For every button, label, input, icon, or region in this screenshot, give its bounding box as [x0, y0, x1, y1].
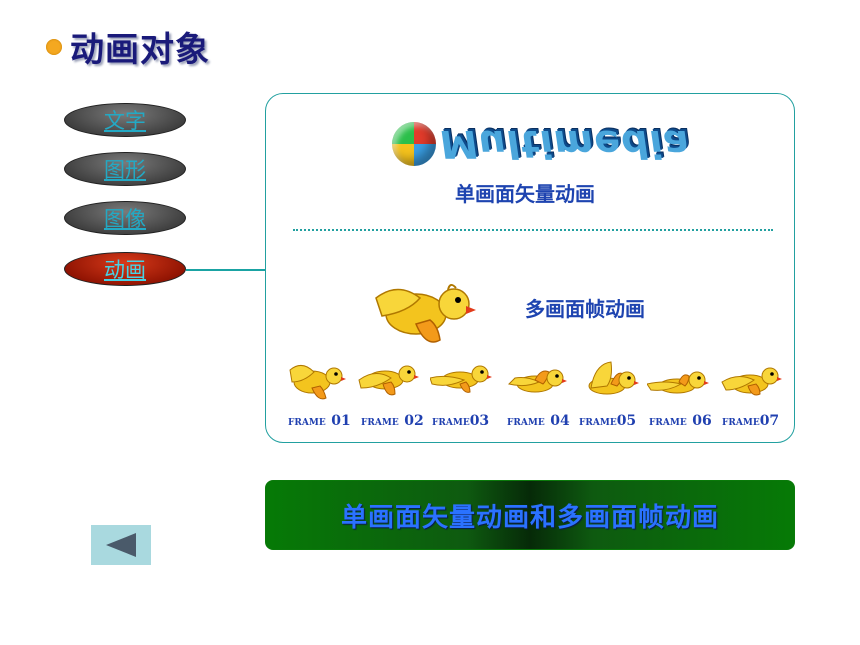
frame-5: FRAME05: [577, 358, 639, 429]
multimedia-logo: Multimedia: [392, 122, 693, 166]
frame-label-3: FRAME03: [432, 413, 490, 429]
frame-1: FRAME 01: [284, 358, 351, 429]
nav-button-graphics[interactable]: 图形: [64, 152, 186, 186]
frame-label-2: FRAME 02: [361, 413, 424, 429]
nav-button-animation[interactable]: 动画: [64, 252, 186, 286]
bird-frame-icon: [588, 361, 639, 395]
globe-icon: [392, 122, 436, 166]
frame-label-1: FRAME 01: [288, 413, 351, 429]
bird-frame-icon: [358, 365, 419, 396]
bird-frame-icon: [430, 365, 492, 393]
caption-frame-animation: 多画面帧动画: [525, 297, 645, 321]
nav-button-text[interactable]: 文字: [64, 103, 186, 137]
banner-text: 单画面矢量动画和多画面帧动画: [340, 502, 719, 533]
bullet-icon: [46, 38, 62, 55]
bird-frame-icon: [647, 371, 709, 394]
frame-4: FRAME 04: [505, 358, 570, 429]
summary-banner: 单画面矢量动画和多画面帧动画: [265, 480, 795, 550]
bird-large-icon: [375, 284, 476, 343]
page-title: 动画对象: [70, 30, 210, 70]
dotted-divider: [293, 229, 773, 231]
bird-frame-icon: [721, 367, 782, 396]
frame-6: FRAME 06: [647, 358, 712, 429]
nav-button-image[interactable]: 图像: [64, 201, 186, 235]
bird-frame-icon: [289, 365, 346, 400]
frame-3: FRAME03: [430, 358, 492, 429]
frame-2: FRAME 02: [357, 358, 424, 429]
frame-label-4: FRAME 04: [507, 413, 570, 429]
frame-7: FRAME07: [720, 358, 782, 429]
frame-strip: FRAME 01 FRAME 02 FRAME03: [284, 358, 784, 429]
back-button[interactable]: [91, 525, 151, 565]
back-arrow-icon: [106, 533, 136, 557]
caption-vector-animation: 单画面矢量动画: [455, 182, 595, 206]
bird-frame-icon: [508, 369, 567, 393]
connector-line: [186, 269, 266, 271]
page-header: 动画对象: [46, 22, 210, 71]
frame-label-6: FRAME 06: [649, 413, 712, 429]
logo-text: Multimedia: [436, 122, 694, 166]
frame-label-7: FRAME07: [722, 413, 780, 429]
frame-label-5: FRAME05: [579, 413, 637, 429]
